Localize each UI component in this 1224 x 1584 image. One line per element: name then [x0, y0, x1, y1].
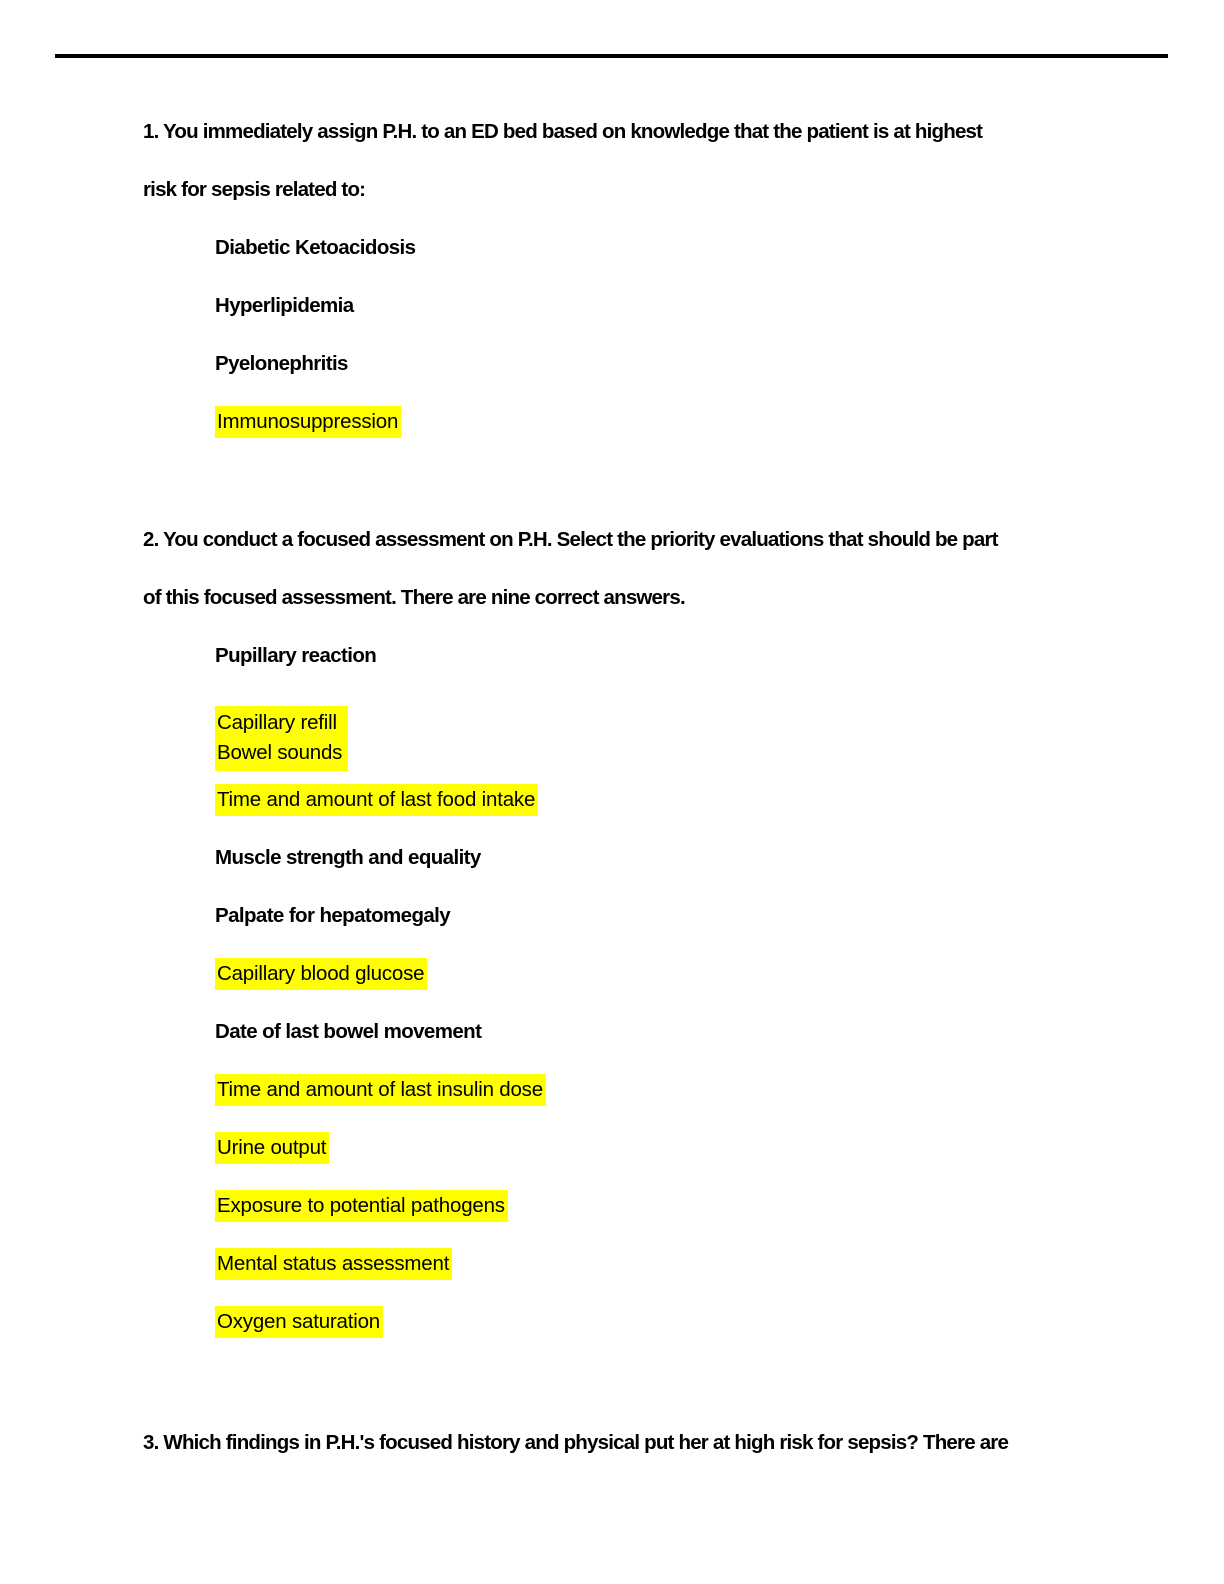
- highlighted-answer: Oxygen saturation: [215, 1306, 383, 1338]
- option-text: Pyelonephritis: [215, 352, 348, 375]
- option-text: Diabetic Ketoacidosis: [215, 236, 416, 259]
- document-content: 1. You immediately assign P.H. to an ED …: [0, 103, 1224, 1472]
- option-oxygen-saturation: Oxygen saturation: [215, 1293, 1224, 1351]
- option-pyelonephritis: Pyelonephritis: [215, 335, 1224, 393]
- option-capillary-refill: Capillary refill: [217, 711, 337, 734]
- highlighted-answer: Urine output: [215, 1132, 330, 1164]
- option-capillary-blood-glucose: Capillary blood glucose: [215, 945, 1224, 1003]
- option-muscle-strength: Muscle strength and equality: [215, 829, 1224, 887]
- highlighted-answer: Capillary blood glucose: [215, 958, 428, 990]
- option-text: Pupillary reaction: [215, 644, 377, 667]
- question-2: 2. You conduct a focused assessment on P…: [0, 511, 1224, 1351]
- question-1: 1. You immediately assign P.H. to an ED …: [0, 103, 1224, 451]
- option-pupillary-reaction: Pupillary reaction: [215, 627, 1224, 685]
- highlighted-answer: Mental status assessment: [215, 1248, 453, 1280]
- highlighted-answer: Immunosuppression: [215, 406, 402, 438]
- option-immunosuppression: Immunosuppression: [215, 393, 1224, 451]
- option-last-insulin-dose: Time and amount of last insulin dose: [215, 1061, 1224, 1119]
- highlighted-answer-group: Capillary refill Bowel sounds: [215, 706, 349, 771]
- option-last-food-intake: Time and amount of last food intake: [215, 771, 1224, 829]
- spacer: [0, 451, 1224, 511]
- option-last-bowel-movement: Date of last bowel movement: [215, 1003, 1224, 1061]
- option-text: Hyperlipidemia: [215, 294, 354, 317]
- option-palpate-hepatomegaly: Palpate for hepatomegaly: [215, 887, 1224, 945]
- question-2-line-2: of this focused assessment. There are ni…: [143, 586, 686, 609]
- option-mental-status: Mental status assessment: [215, 1235, 1224, 1293]
- option-bowel-sounds: Bowel sounds: [217, 741, 343, 764]
- highlighted-answer: Time and amount of last food intake: [215, 784, 539, 816]
- option-urine-output: Urine output: [215, 1119, 1224, 1177]
- question-1-line-2: risk for sepsis related to:: [143, 178, 366, 201]
- spacer: [0, 1351, 1224, 1414]
- option-diabetic-ketoacidosis: Diabetic Ketoacidosis: [215, 219, 1224, 277]
- top-rule: [55, 54, 1168, 58]
- question-1-line-1: 1. You immediately assign P.H. to an ED …: [143, 120, 983, 143]
- highlighted-answer: Time and amount of last insulin dose: [215, 1074, 546, 1106]
- question-3: 3. Which findings in P.H.'s focused hist…: [0, 1414, 1224, 1472]
- question-2-line-1: 2. You conduct a focused assessment on P…: [143, 528, 999, 551]
- option-hyperlipidemia: Hyperlipidemia: [215, 277, 1224, 335]
- option-text: Muscle strength and equality: [215, 846, 481, 869]
- option-exposure-pathogens: Exposure to potential pathogens: [215, 1177, 1224, 1235]
- question-3-line-1: 3. Which findings in P.H.'s focused hist…: [143, 1431, 1009, 1454]
- option-text: Palpate for hepatomegaly: [215, 904, 451, 927]
- highlighted-answer: Exposure to potential pathogens: [215, 1190, 508, 1222]
- option-text: Date of last bowel movement: [215, 1020, 482, 1043]
